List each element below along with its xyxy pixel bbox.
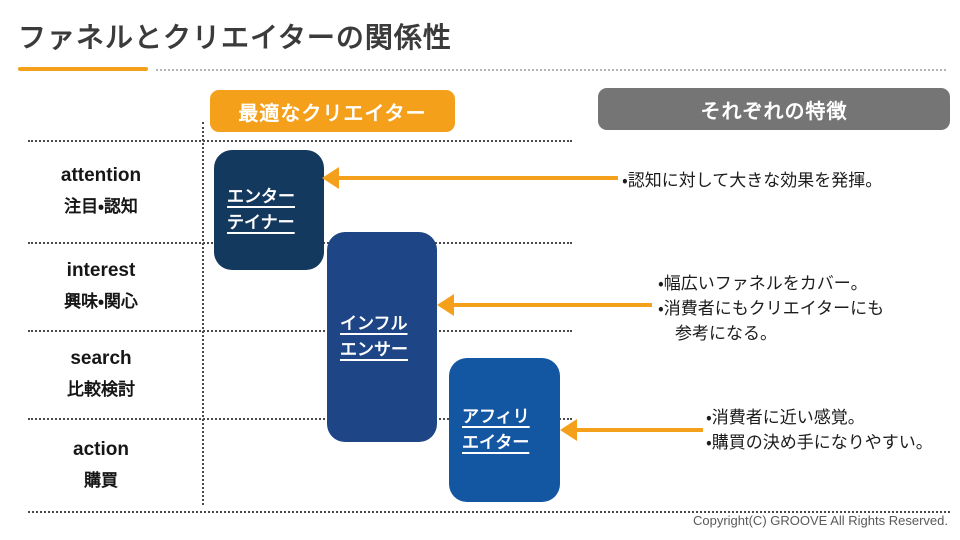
stage-en-label: search — [70, 348, 132, 369]
creator-label-line2: テイナー — [227, 213, 295, 232]
feature-line: ・購買の決め手になりやすい。 — [706, 433, 933, 452]
title-accent-underline — [18, 67, 148, 71]
feature-line: ・消費者にもクリエイターにも — [658, 299, 885, 318]
creator-box-entertainer: エンター テイナー — [214, 150, 324, 270]
stage-ja-label: 比較検討 — [67, 380, 135, 399]
header-features: それぞれの特徴 — [598, 88, 950, 130]
copyright-text: Copyright(C) GROOVE All Rights Reserved. — [692, 513, 948, 528]
arrow-shaft — [339, 176, 618, 180]
header-best-creators: 最適なクリエイター — [210, 90, 455, 132]
creator-label-line1: エンター — [227, 186, 295, 206]
creator-box-influencer: インフル エンサー — [327, 232, 437, 442]
stage-en-label: action — [73, 438, 129, 460]
creator-box-label: アフィリ エイター — [462, 404, 530, 457]
feature-note-entertainer: ・認知に対して大きな効果を発揮。 — [622, 168, 882, 193]
page-title: ファネルとクリエイターの関係性 — [18, 22, 452, 53]
funnel-vertical-dotted-line — [202, 122, 204, 505]
header-best-creators-label: 最適なクリエイター — [238, 102, 427, 125]
feature-line: ・認知に対して大きな効果を発揮。 — [622, 171, 883, 190]
row-divider-4 — [28, 418, 572, 420]
arrow-left-icon — [437, 294, 454, 316]
arrow-to-affiliater — [560, 419, 703, 441]
funnel-stage-action: action 購買 — [0, 418, 202, 511]
creator-box-label: エンター テイナー — [227, 184, 295, 237]
creator-box-label: インフル エンサー — [340, 311, 408, 364]
feature-note-influencer: ・幅広いファネルをカバー。 ・消費者にもクリエイターにも 参考になる。 — [658, 271, 884, 346]
stage-ja-label: 注目・認知 — [64, 197, 138, 216]
arrow-shaft — [454, 303, 652, 307]
creator-label-line2: エンサー — [340, 340, 408, 359]
creator-label-line1: アフィリ — [462, 406, 530, 426]
header-features-label: それぞれの特徴 — [700, 100, 848, 123]
feature-note-affiliater: ・消費者に近い感覚。 ・購買の決め手になりやすい。 — [706, 405, 933, 455]
stage-ja-label: 興味・関心 — [64, 292, 138, 311]
feature-line: 参考になる。 — [675, 324, 777, 343]
creator-box-affiliater: アフィリ エイター — [449, 358, 560, 502]
funnel-stage-search: search 比較検討 — [0, 330, 202, 418]
arrow-to-influencer — [437, 294, 652, 316]
arrow-left-icon — [560, 419, 577, 441]
stage-en-label: interest — [66, 260, 136, 281]
row-divider-1 — [28, 140, 572, 142]
feature-line: ・幅広いファネルをカバー。 — [658, 274, 868, 293]
arrow-shaft — [577, 428, 703, 432]
bottom-dotted-rule — [28, 511, 950, 513]
creator-label-line2: エイター — [462, 433, 530, 452]
title-dotted-rule — [156, 69, 946, 71]
funnel-stage-interest: interest 興味・関心 — [0, 242, 202, 330]
stage-en-label: attention — [60, 165, 142, 186]
arrow-left-icon — [322, 167, 339, 189]
row-divider-3 — [28, 330, 572, 332]
arrow-to-entertainer — [322, 167, 618, 189]
feature-line: ・消費者に近い感覚。 — [706, 408, 865, 427]
funnel-stage-attention: attention 注目・認知 — [0, 140, 202, 242]
stage-ja-label: 購買 — [84, 470, 118, 490]
creator-label-line1: インフル — [340, 313, 408, 333]
